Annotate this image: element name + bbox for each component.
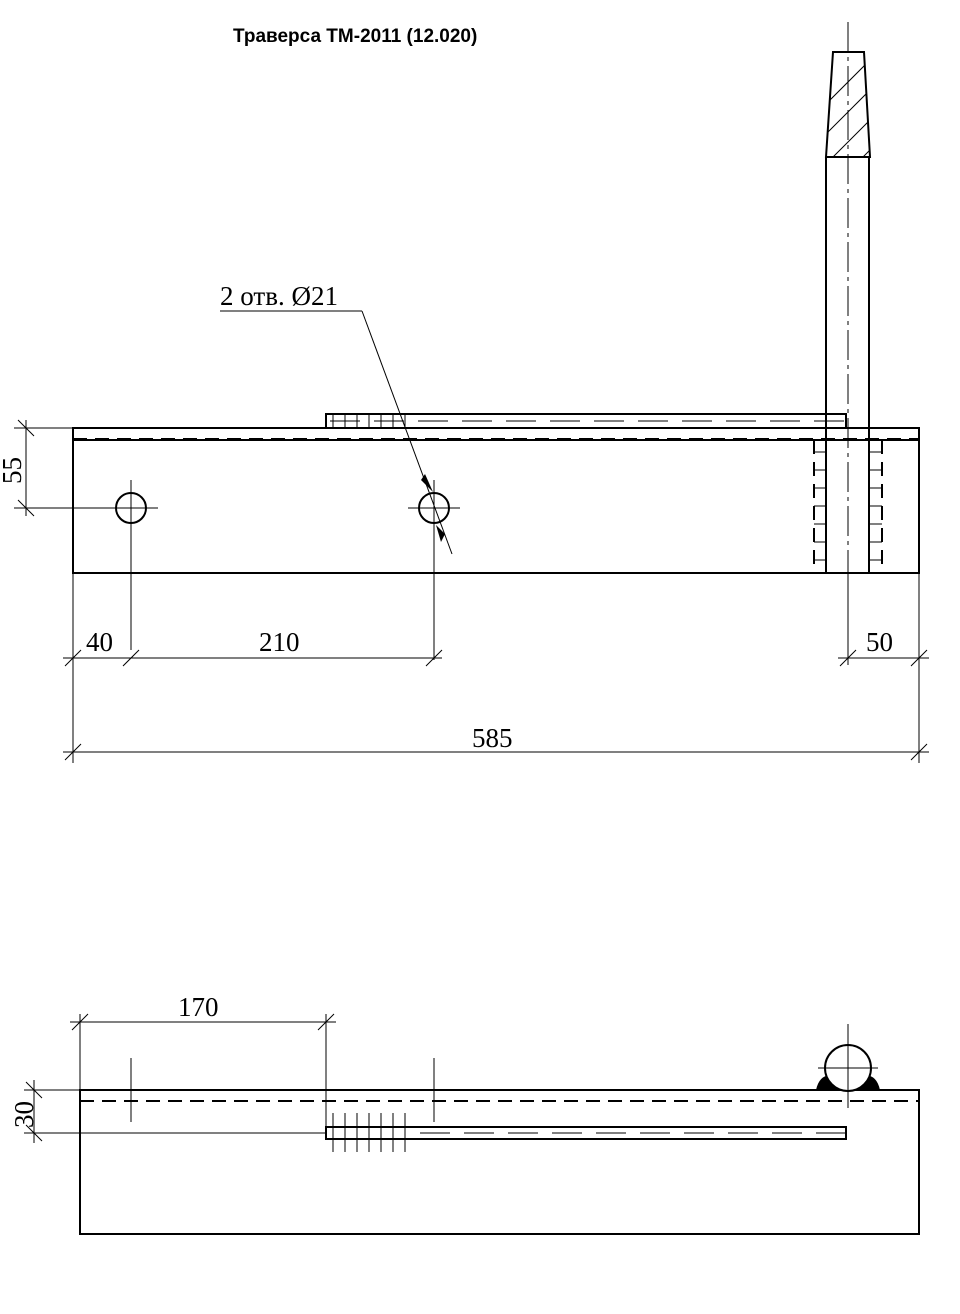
dim-plate-offset: 170 [70,992,336,1127]
svg-text:210: 210 [259,627,300,657]
weld-ticks-post [814,451,882,561]
svg-text:30: 30 [9,1101,39,1128]
hole-right [408,480,460,660]
callout-arrow-bottom [436,525,445,542]
vertical-post [813,22,883,600]
side-view: 170 30 [9,992,920,1235]
top-plate [325,413,847,429]
side-plate [325,1113,847,1152]
svg-text:50: 50 [866,627,893,657]
weld-ticks-side-plate [332,1113,406,1152]
callout-label: 2 отв. Ø21 [220,281,338,311]
svg-text:40: 40 [86,627,113,657]
dim-right-offset: 50 [838,627,929,667]
hole-left [104,480,158,650]
hole-callout: 2 отв. Ø21 [220,281,453,555]
top-view: 2 отв. Ø21 55 40 210 50 [0,22,929,763]
beam-body [72,427,920,574]
svg-text:585: 585 [472,723,513,753]
side-beam-body [79,1089,920,1235]
post-section [816,1024,880,1108]
dim-total-length: 585 [63,723,929,761]
svg-text:170: 170 [178,992,219,1022]
drawing-title: Траверса ТМ-2011 (12.020) [233,26,477,47]
dim-height-55: 55 [0,419,116,517]
callout-arrow-top [421,474,433,492]
dim-side-height: 30 [9,1080,326,1143]
dim-hole-offsets: 40 210 [63,627,443,667]
svg-text:55: 55 [0,457,27,484]
